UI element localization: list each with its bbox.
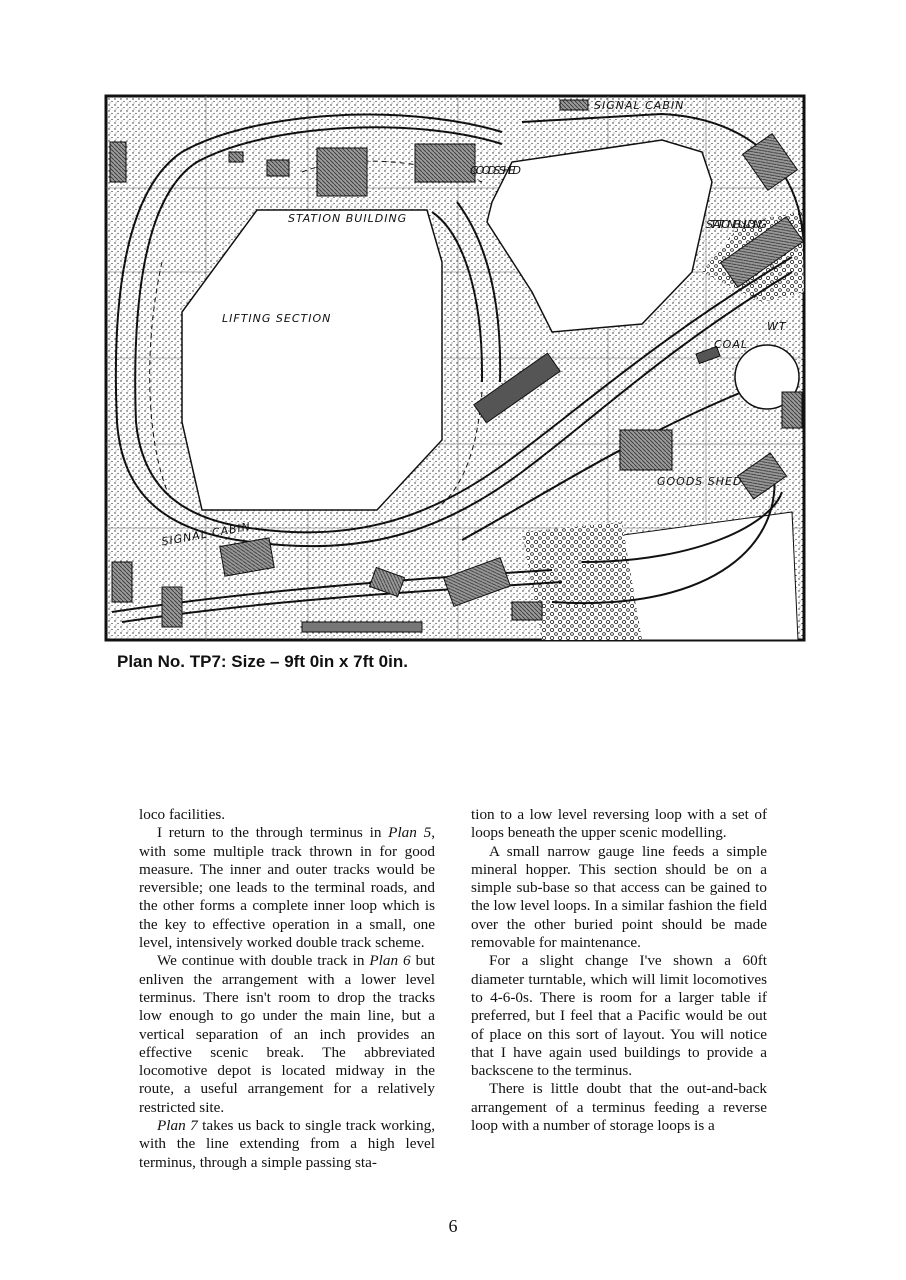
track-plan-diagram: SIGNAL CABIN GOODS SHED STATION BUILDING… <box>102 92 808 644</box>
paragraph: loco facilities. <box>139 806 226 823</box>
plan-caption: Plan No. TP7: Size – 9ft 0in x 7ft 0in. <box>117 652 408 671</box>
paragraph: I return to the through terminus in Plan… <box>139 824 435 952</box>
page-number: 6 <box>448 1216 458 1236</box>
paragraph: For a slight change I've shown a 60ft di… <box>471 952 767 1080</box>
label-signal-cabin-top: SIGNAL CABIN <box>594 99 684 112</box>
paragraph: We continue with double track in Plan 6 … <box>139 952 435 1116</box>
label-lifting-section: LIFTING SECTION <box>222 312 331 325</box>
paragraph: A small narrow gauge line feeds a simple… <box>471 842 767 952</box>
text-column-left: loco facilities. I return to the through… <box>139 806 435 1172</box>
paragraph: tion to a low level reversing loop with … <box>471 806 767 842</box>
label-station-building-left: STATION BUILDING <box>288 212 407 225</box>
paragraph: Plan 7 takes us back to single track wor… <box>139 1117 435 1171</box>
label-goods-shed-top: GOODS SHED <box>470 164 522 177</box>
label-goods-shed-bottom: GOODS SHED <box>657 475 742 488</box>
label-wt: WT <box>767 320 787 333</box>
label-station-building-right: STATION BUILDING <box>706 218 768 231</box>
paragraph: There is little doubt that the out-and-b… <box>471 1080 767 1135</box>
text-column-right: tion to a low level reversing loop with … <box>471 806 767 1135</box>
label-coal: COAL <box>714 338 748 351</box>
